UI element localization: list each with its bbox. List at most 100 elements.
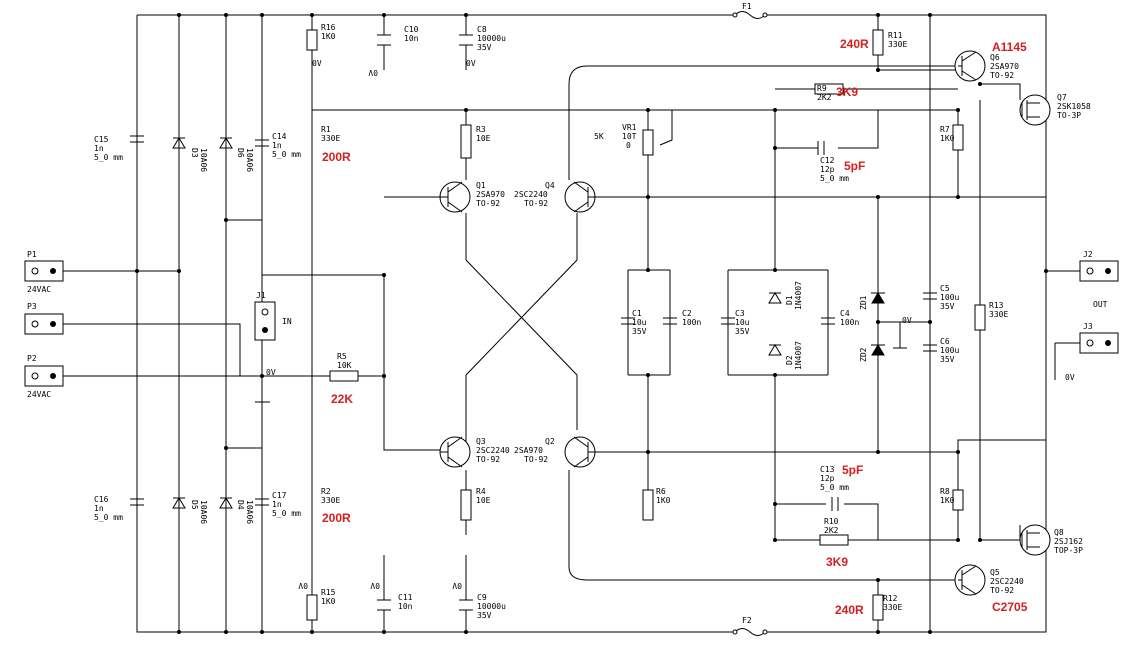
d2-ref: D2 <box>785 355 794 365</box>
c14-ref: C14 <box>272 132 287 141</box>
c4-ref: C4 <box>840 309 850 318</box>
j1-label: IN <box>282 317 292 326</box>
c10-value: 10n <box>404 34 419 43</box>
q2-ref: Q2 <box>545 437 555 446</box>
d4-part: 10A06 <box>245 500 254 524</box>
j2-ref: J2 <box>1083 250 1093 259</box>
annotations: 240R A1145 3K9 5pF 200R 22K 200R 5pF 3K9… <box>322 37 1028 617</box>
c6-voltage: 35V <box>940 355 955 364</box>
f2-label: F2 <box>742 616 752 625</box>
component-labels: R16 1K0 C10 10n C8 10000u 35V R11 330E Q… <box>27 23 1108 620</box>
c16-ref: C16 <box>94 495 109 504</box>
q1-part: 2SA970 <box>476 190 505 199</box>
q6-part: 2SA970 <box>990 62 1019 71</box>
d3-ref: D3 <box>190 148 199 158</box>
q7-part: 2SK1058 <box>1057 102 1091 111</box>
r10-ref: R10 <box>824 517 839 526</box>
c2-ref: C2 <box>682 309 692 318</box>
d1-part: 1N4007 <box>794 281 803 310</box>
c1-ref: C1 <box>632 309 642 318</box>
d5-ref: D5 <box>190 500 199 510</box>
c15-value: 1n <box>94 144 104 153</box>
annotation-q5: C2705 <box>992 600 1028 614</box>
annotation-r12: 240R <box>835 603 864 617</box>
annotation-r1: 200R <box>322 150 351 164</box>
q4-package: TO-92 <box>524 199 548 208</box>
vr1-zero: 0 <box>626 141 631 150</box>
r11-ref: R11 <box>888 31 903 40</box>
c2-value: 100n <box>682 318 701 327</box>
r9-value: 2K2 <box>817 93 832 102</box>
ground-label: 0V <box>298 581 308 590</box>
p2-ref: P2 <box>27 354 37 363</box>
c13-value: 12p <box>820 474 835 483</box>
r7-value: 1K0 <box>940 134 955 143</box>
q4-part: 2SC2240 <box>514 190 548 199</box>
annotation-c13: 5pF <box>842 463 863 477</box>
r7-ref: R7 <box>940 125 950 134</box>
r12-ref: R12 <box>883 594 898 603</box>
c13-ref: C13 <box>820 465 835 474</box>
r1-ref: R1 <box>321 125 331 134</box>
c15-pitch: 5_0 mm <box>94 153 123 162</box>
ground-label: 0V <box>312 59 322 68</box>
c15-ref: C15 <box>94 135 109 144</box>
q5-package: TO-92 <box>990 586 1014 595</box>
vr1-ref: VR1 <box>622 123 637 132</box>
q3-ref: Q3 <box>476 437 486 446</box>
c9-ref: C9 <box>477 593 487 602</box>
c1-value: 10u <box>632 318 647 327</box>
q2-part: 2SA970 <box>514 446 543 455</box>
c8-ref: C8 <box>477 25 487 34</box>
c9-voltage: 35V <box>477 611 492 620</box>
annotation-r2: 200R <box>322 511 351 525</box>
q2-package: TO-92 <box>524 455 548 464</box>
c16-pitch: 5_0 mm <box>94 513 123 522</box>
c11-ref: C11 <box>398 593 413 602</box>
q1-package: TO-92 <box>476 199 500 208</box>
r2-value: 330E <box>321 496 340 505</box>
q5-part: 2SC2240 <box>990 577 1024 586</box>
r2-ref: R2 <box>321 487 331 496</box>
r15-value: 1K0 <box>321 597 336 606</box>
r5-ref: R5 <box>337 352 347 361</box>
p1-voltage: 24VAC <box>27 285 51 294</box>
r6-ref: R6 <box>656 487 666 496</box>
p2-voltage: 24VAC <box>27 390 51 399</box>
c12-ref: C12 <box>820 156 835 165</box>
junction-dots <box>135 13 1048 634</box>
fuse-f2: F2 <box>732 616 768 636</box>
r11-value: 330E <box>888 40 907 49</box>
ground-label: 0V <box>902 316 912 325</box>
r10-value: 2K2 <box>824 526 839 535</box>
annotation-r10: 3K9 <box>826 555 848 569</box>
c5-ref: C5 <box>940 284 950 293</box>
c4-value: 100n <box>840 318 859 327</box>
c13-pitch: 5_0 mm <box>820 483 849 492</box>
d5-part: 10A06 <box>199 500 208 524</box>
r1-value: 330E <box>321 134 340 143</box>
c5-voltage: 35V <box>940 302 955 311</box>
r16-value: 1K0 <box>321 32 336 41</box>
q6-package: TO-92 <box>990 71 1014 80</box>
q5-ref: Q5 <box>990 568 1000 577</box>
c3-ref: C3 <box>735 309 745 318</box>
ground-label: 0V <box>466 59 476 68</box>
zd1-ref: ZD1 <box>859 295 868 310</box>
r5-value: 10K <box>337 361 352 370</box>
c17-value: 1n <box>272 500 282 509</box>
annotation-q6: A1145 <box>992 40 1027 54</box>
vr1-type: 10T <box>622 132 637 141</box>
annotation-r5: 22K <box>331 392 353 406</box>
r12-value: 330E <box>883 603 902 612</box>
capacitors <box>130 15 937 632</box>
d2-part: 1N4007 <box>794 341 803 370</box>
transistors <box>439 50 1051 596</box>
q6-ref: Q6 <box>990 53 1000 62</box>
q1-ref: Q1 <box>476 181 486 190</box>
p3-ref: P3 <box>27 302 37 311</box>
r13-value: 330E <box>989 310 1008 319</box>
r16-ref: R16 <box>321 23 336 32</box>
resistors <box>306 29 986 621</box>
